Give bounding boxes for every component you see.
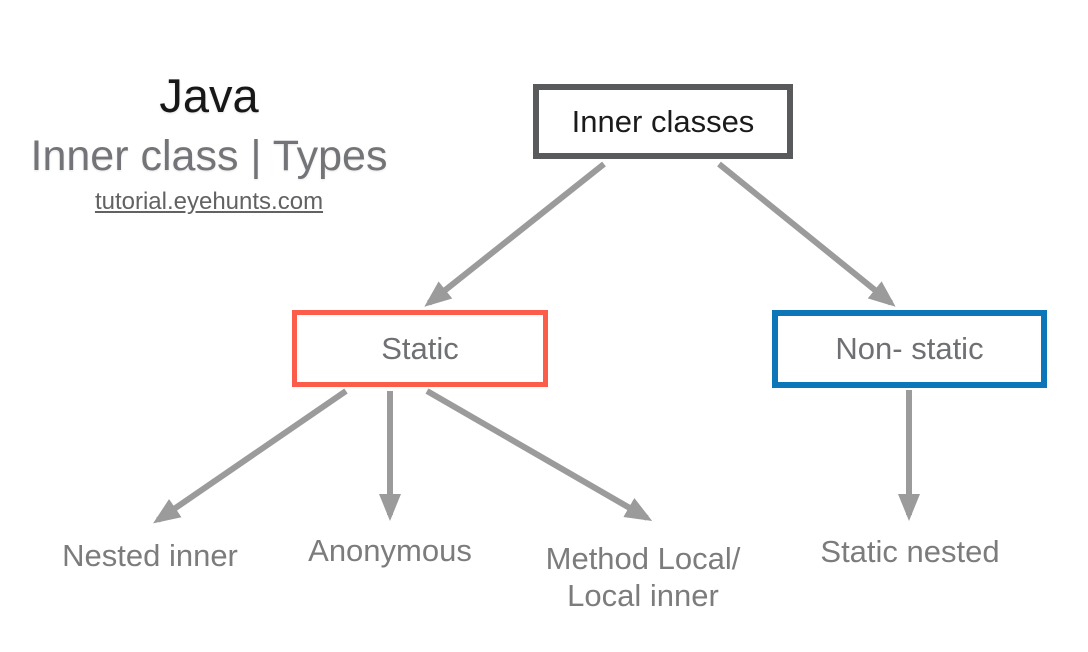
arrow-static-to-nested-inner <box>153 388 348 524</box>
leaf-method-local-line1: Method Local/ <box>545 541 741 576</box>
arrow-inner-classes-to-non-static <box>717 161 896 307</box>
leaf-nested-inner-label: Nested inner <box>62 538 238 573</box>
page-title: Java <box>159 69 259 122</box>
site-link[interactable]: tutorial.eyehunts.com <box>94 187 324 215</box>
node-inner-classes: Inner classes <box>533 84 793 159</box>
leaf-static-nested: Static nested <box>788 534 1032 570</box>
page-subtitle: Inner class | Types <box>30 131 388 180</box>
leaf-method-local: Method Local/ Local inner <box>513 540 773 614</box>
leaf-static-nested-label: Static nested <box>820 534 1000 569</box>
arrow-inner-classes-to-static <box>424 161 606 307</box>
node-non-static: Non- static <box>772 310 1047 388</box>
node-non-static-label: Non- static <box>835 331 984 366</box>
leaf-nested-inner: Nested inner <box>30 538 270 574</box>
leaf-anonymous-label: Anonymous <box>308 533 472 568</box>
leaf-anonymous: Anonymous <box>268 533 512 569</box>
title-block: Java Inner class | Types tutorial.eyehun… <box>18 70 400 216</box>
node-static-label: Static <box>381 330 459 366</box>
arrow-static-to-method-local <box>425 388 653 521</box>
node-static: Static <box>292 310 548 387</box>
leaf-method-local-line2: Local inner <box>567 578 719 613</box>
node-inner-classes-label: Inner classes <box>571 103 755 139</box>
